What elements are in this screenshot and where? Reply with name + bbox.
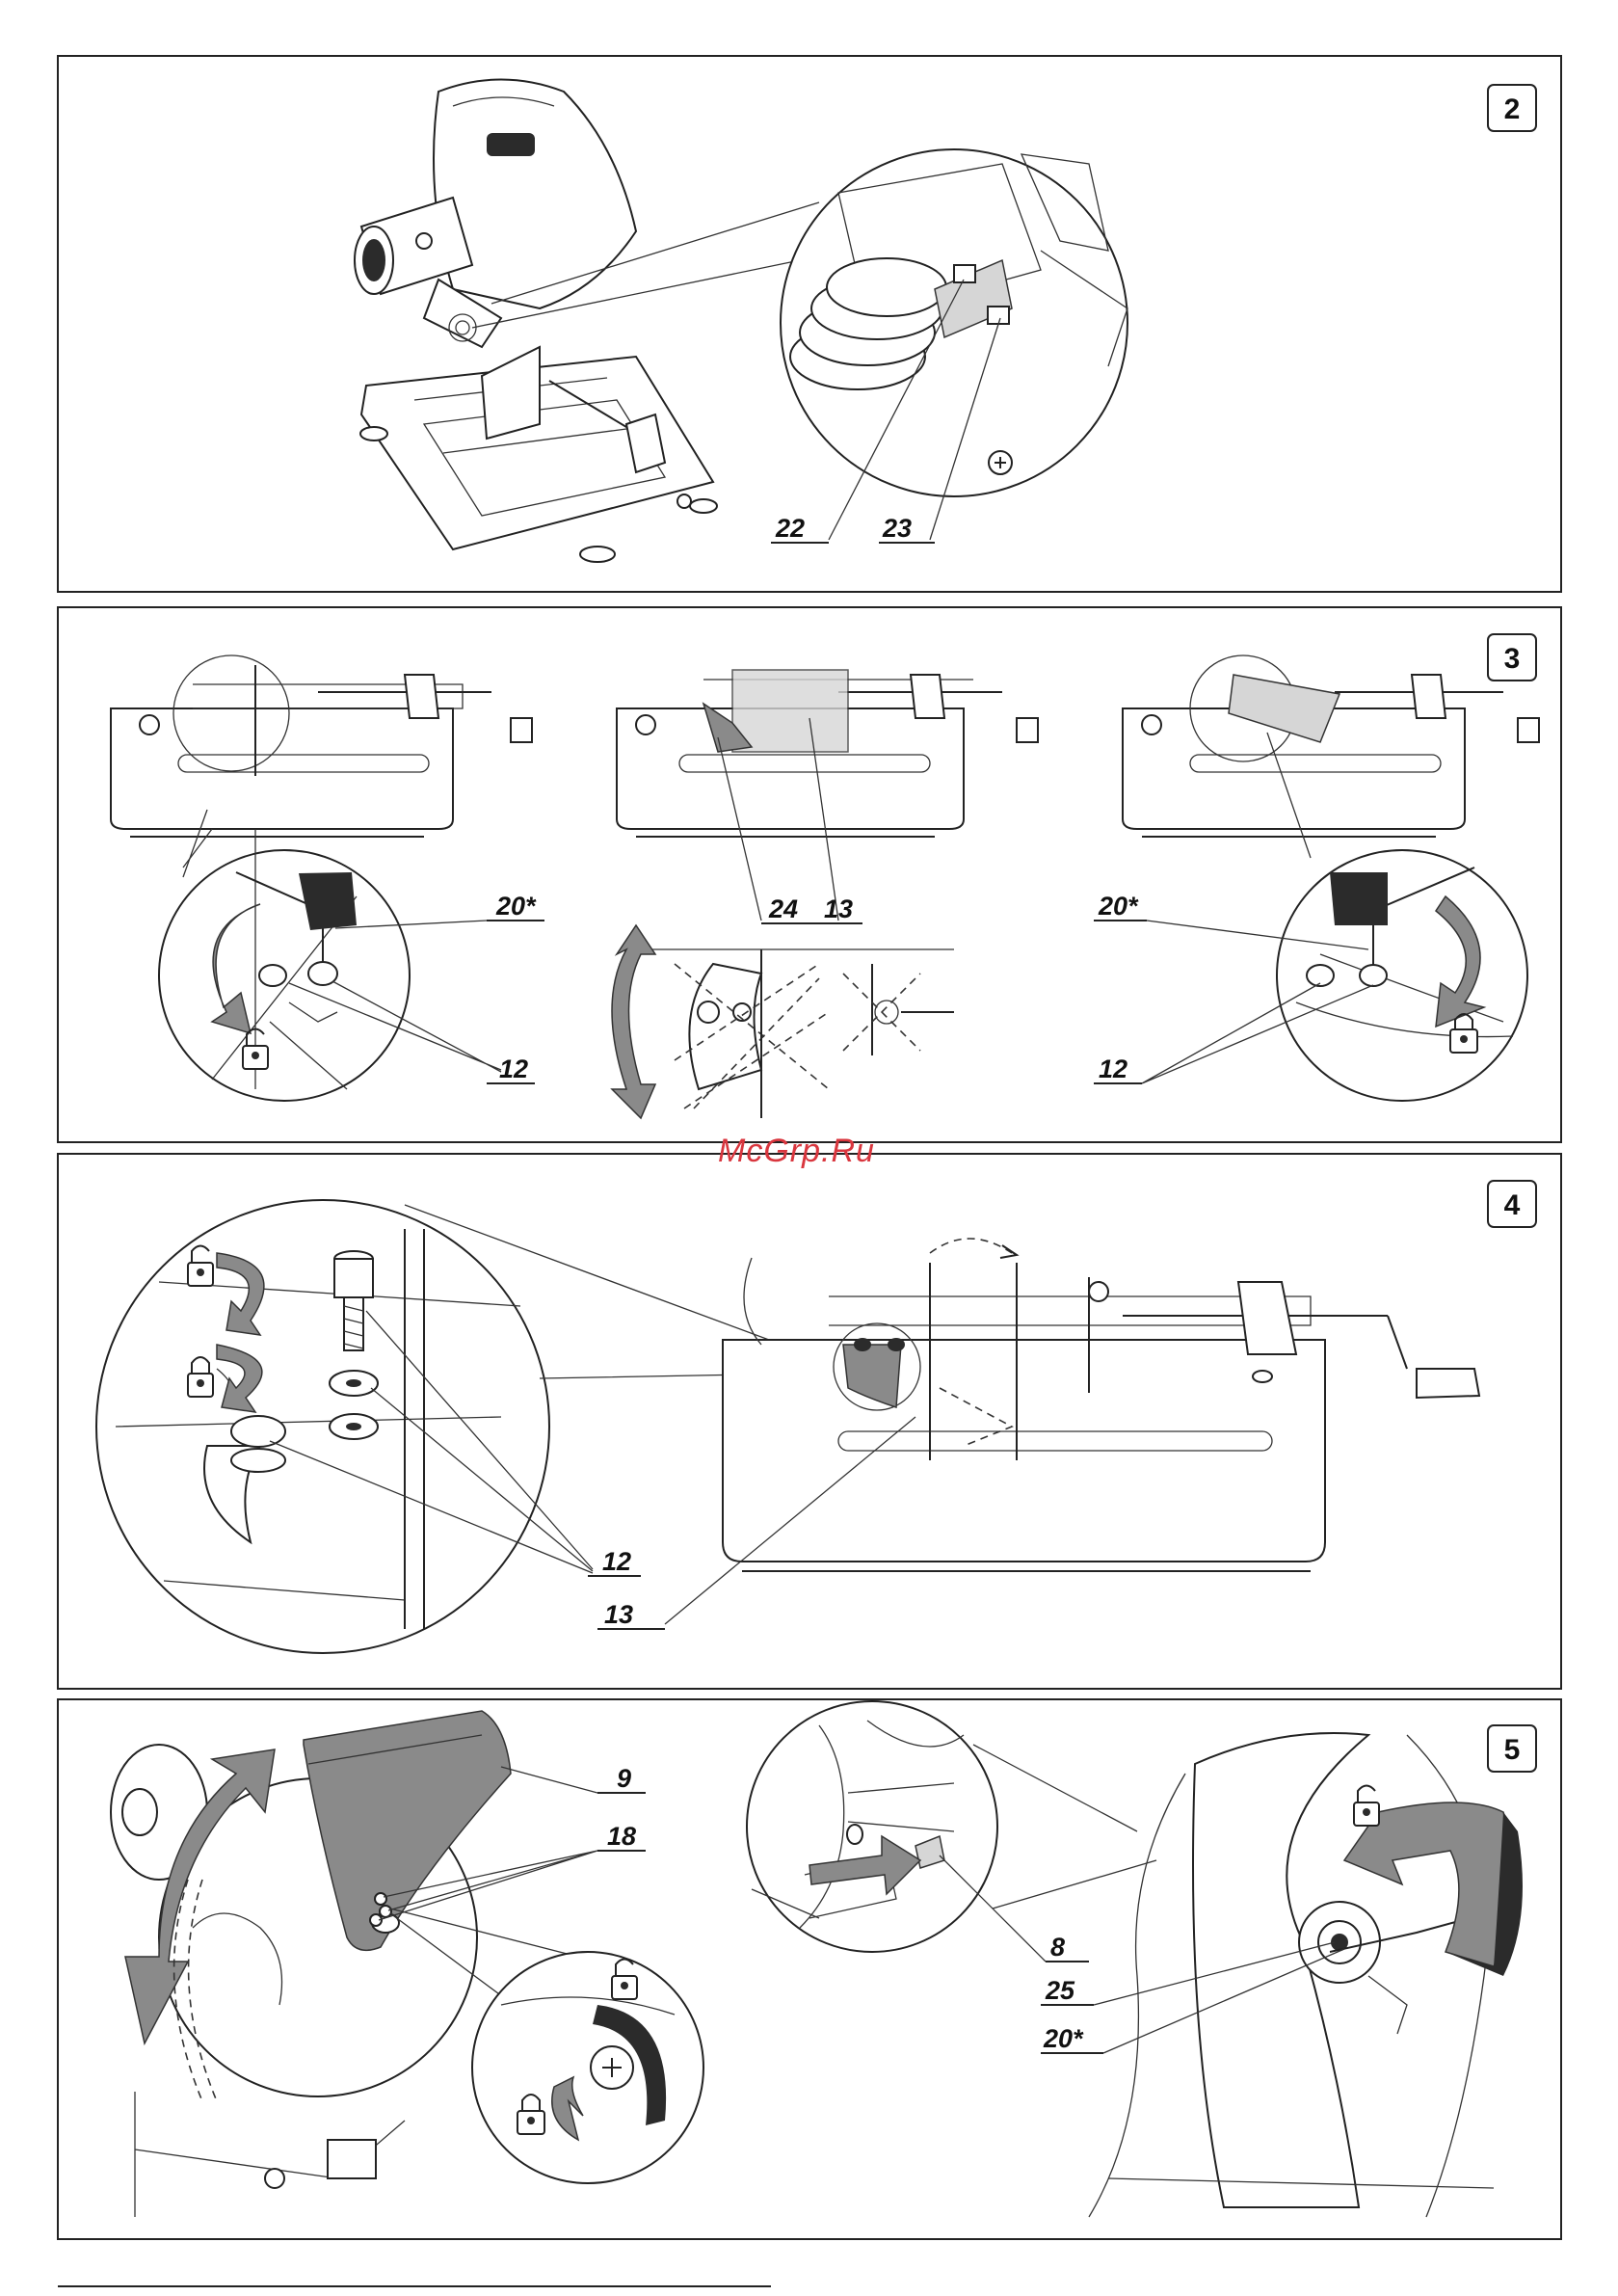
label-18: 18	[607, 1822, 636, 1851]
label-20-fig5: 20*	[1043, 2024, 1084, 2053]
zoom-circle-spindle-lock	[747, 1701, 997, 1952]
figure-number-5: 5	[1504, 1734, 1521, 1766]
cutoff-saw-illustration	[355, 80, 819, 563]
panel-figure-4: 4	[58, 1154, 1561, 1689]
blade-wrench-view	[1089, 1733, 1523, 2217]
base-view-middle	[617, 670, 1038, 837]
label-9: 9	[617, 1764, 631, 1793]
panel-figure-5: 5	[58, 1699, 1561, 2239]
label-24: 24	[768, 894, 798, 923]
figure-number-5-box: 5	[1488, 1725, 1536, 1772]
figure-number-4: 4	[1504, 1189, 1521, 1221]
rotate-arrow-icon	[612, 925, 655, 1118]
label-13-fig4: 13	[604, 1600, 633, 1629]
panel-figure-3: 3	[58, 607, 1561, 1142]
detail-circle-depth-stop	[781, 149, 1127, 540]
zoom-circle-guard-screw	[472, 1952, 703, 2183]
label-20-right: 20*	[1098, 892, 1139, 921]
rotate-arrow-icon	[1330, 872, 1388, 925]
base-view-figure-4	[723, 1239, 1479, 1571]
label-12-fig4: 12	[602, 1547, 631, 1576]
figure-number-4-box: 4	[1488, 1181, 1536, 1227]
base-view-left	[111, 655, 532, 837]
label-23: 23	[882, 514, 912, 543]
depth-stop-screw-22	[954, 265, 975, 282]
figure-number-2-box: 2	[1488, 85, 1536, 131]
figure-number-2: 2	[1504, 93, 1521, 125]
watermark: McGrp.Ru	[718, 1133, 875, 1169]
lock-nut-23	[988, 307, 1009, 324]
label-22: 22	[775, 514, 805, 543]
label-25: 25	[1045, 1976, 1075, 2005]
label-8: 8	[1050, 1933, 1065, 1962]
guard-handle-grip	[487, 133, 535, 156]
lock-open-icon	[1354, 1786, 1379, 1827]
figure-number-3-box: 3	[1488, 634, 1536, 681]
figure-number-3: 3	[1504, 643, 1521, 675]
base-view-right	[1123, 655, 1539, 837]
zoom-circle-fence-screws	[96, 1200, 593, 1653]
label-20-left: 20*	[495, 892, 537, 921]
label-12-left: 12	[499, 1055, 528, 1083]
zoom-circle-left	[159, 810, 501, 1101]
panel-figure-2: 2	[58, 56, 1561, 592]
label-13-middle: 13	[824, 894, 853, 923]
angle-adjust-diagram	[612, 925, 954, 1118]
label-12-right: 12	[1099, 1055, 1127, 1083]
